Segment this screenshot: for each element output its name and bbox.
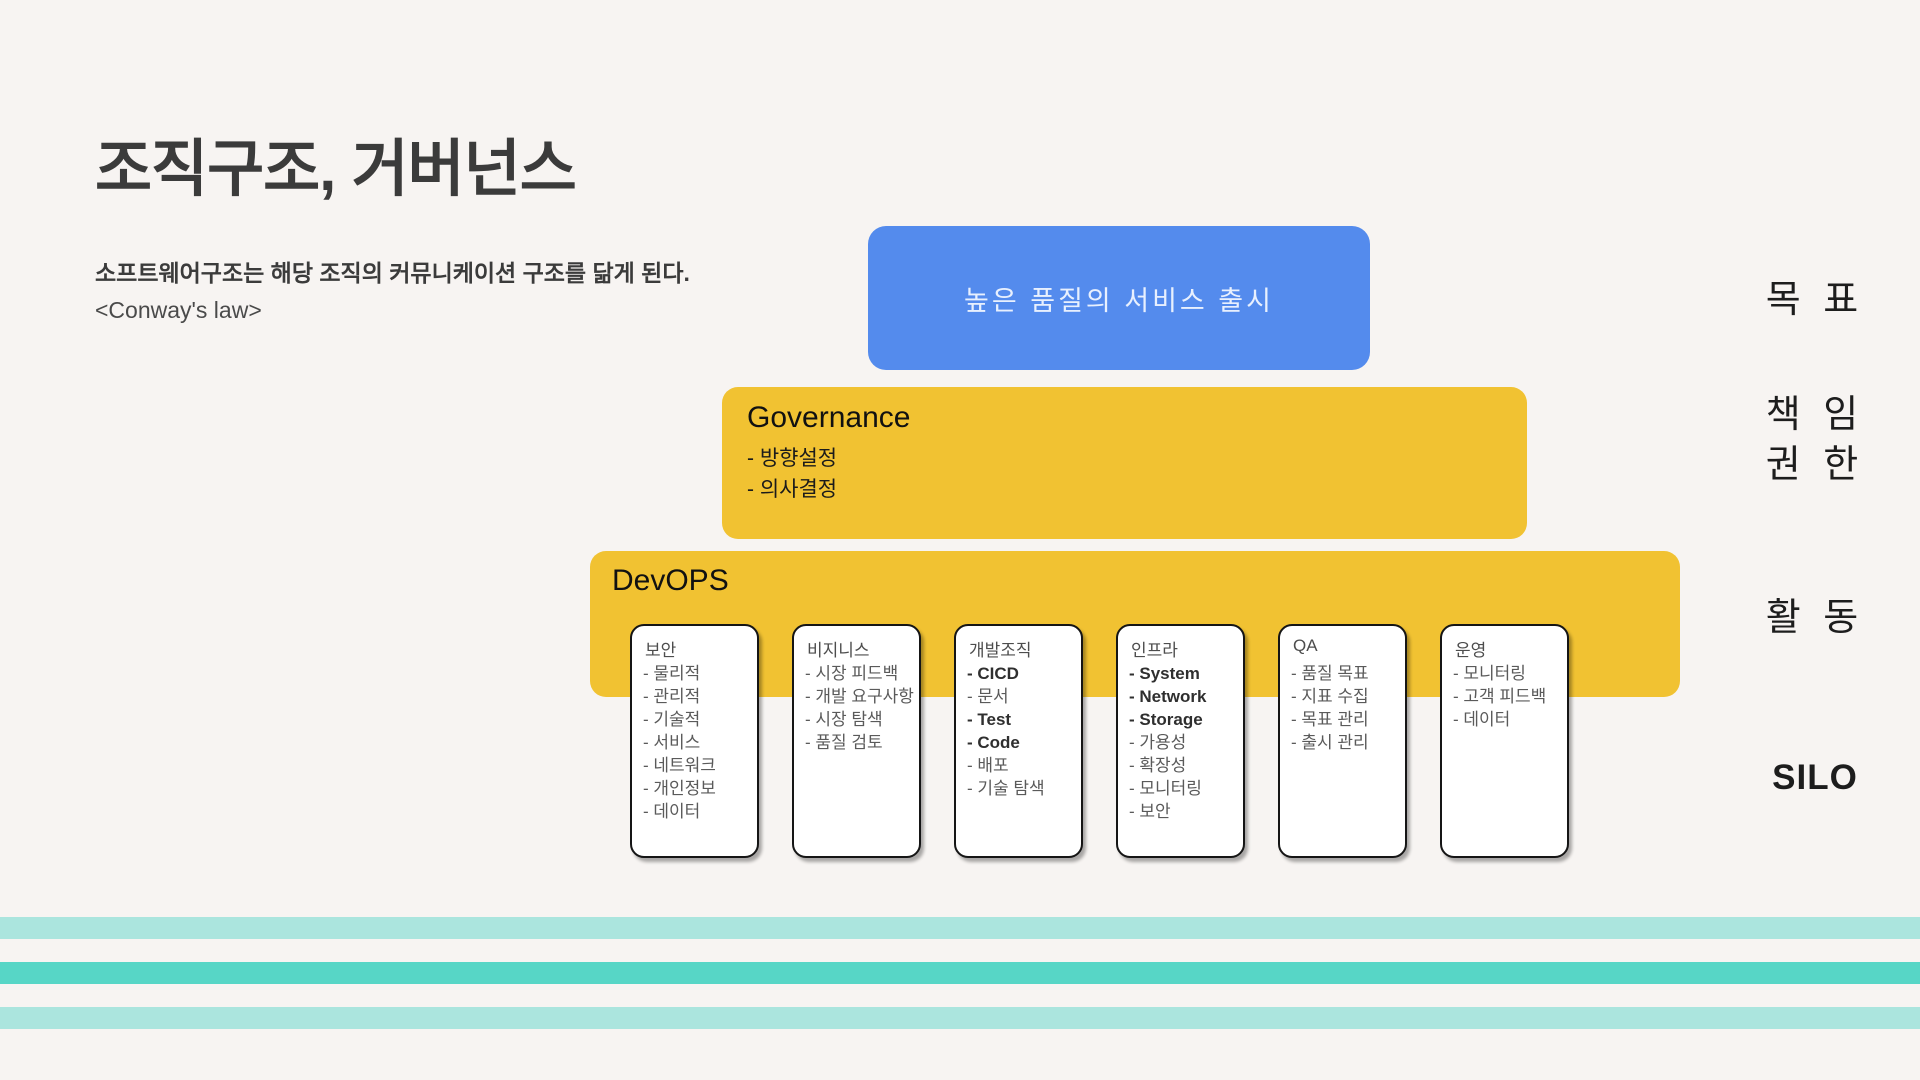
card-title: 보안 bbox=[645, 641, 677, 660]
card-item: - 관리적 bbox=[643, 687, 701, 706]
governance-item-list: - 방향설정 - 의사결정 bbox=[747, 443, 837, 505]
card-item-list: - 모니터링 - 고객 피드백 - 데이터 bbox=[1453, 662, 1546, 731]
card-item-list: - 품질 목표 - 지표 수집 - 목표 관리 - 출시 관리 bbox=[1291, 662, 1369, 754]
governance-item: - 방향설정 bbox=[747, 447, 838, 470]
card-item: - Storage bbox=[1129, 710, 1203, 729]
card-item: - 목표 관리 bbox=[1291, 710, 1369, 729]
card-item: - 시장 피드백 bbox=[805, 664, 899, 683]
card-item-list: - 물리적 - 관리적 - 기술적 - 서비스 - 네트워크 - 개인정보 - 데이터 bbox=[643, 662, 716, 823]
card-title: 인프라 bbox=[1131, 641, 1178, 660]
card-item: - 네트워크 bbox=[643, 756, 716, 775]
card-item: - 보안 bbox=[1129, 802, 1171, 821]
right-label-silo: SILO bbox=[1772, 758, 1858, 797]
card-item: - Test bbox=[967, 710, 1012, 729]
decorative-stripe-light-bottom bbox=[0, 1007, 1920, 1029]
goal-box: 높은 품질의 서비스 출시 bbox=[868, 226, 1370, 370]
card-item-list: - CICD - 문서 - Test - Code - 배포 - 기술 탐색 bbox=[967, 662, 1045, 800]
card-item: - 품질 검토 bbox=[805, 733, 883, 752]
card-item: - 모니터링 bbox=[1129, 779, 1202, 798]
card-item: - 시장 탐색 bbox=[805, 710, 883, 729]
card-item: - CICD bbox=[967, 664, 1019, 683]
subtitle-strong-text: 소프트웨어구조는 해당 조직의 커뮤니케이션 구조를 닮게 된다. bbox=[95, 260, 690, 286]
card-title: QA bbox=[1293, 636, 1318, 655]
card-title: 비지니스 bbox=[807, 641, 870, 660]
card-item: - 데이터 bbox=[643, 802, 701, 821]
devops-card: 인프라 - System - Network - Storage - 가용성 - 확장성… bbox=[1116, 624, 1245, 858]
card-item: - 확장성 bbox=[1129, 756, 1187, 775]
card-item: - 품질 목표 bbox=[1291, 664, 1369, 683]
card-item: - System bbox=[1129, 664, 1200, 683]
card-title: 운영 bbox=[1455, 641, 1487, 660]
subtitle-conway-law: <Conway's law> bbox=[95, 297, 262, 323]
decorative-stripe-light-top bbox=[0, 917, 1920, 939]
card-item: - 개인정보 bbox=[643, 779, 716, 798]
governance-box: Governance - 방향설정 - 의사결정 bbox=[722, 387, 1527, 539]
card-item: - 문서 bbox=[967, 687, 1009, 706]
page-title: 조직구조, 거버넌스 bbox=[95, 135, 577, 204]
card-item: - 기술적 bbox=[643, 710, 701, 729]
right-label-column: 목 표 책 임 권 한 활 동 SILO bbox=[1715, 0, 1915, 1080]
card-item: - 가용성 bbox=[1129, 733, 1187, 752]
goal-box-label: 높은 품질의 서비스 출시 bbox=[964, 285, 1274, 316]
devops-card: 보안 - 물리적 - 관리적 - 기술적 - 서비스 - 네트워크 - 개인정보 - 데이터 bbox=[630, 624, 759, 858]
right-label-responsibility: 책 임 권 한 bbox=[1715, 390, 1915, 490]
card-item: - 서비스 bbox=[643, 733, 701, 752]
governance-title: Governance bbox=[747, 401, 911, 434]
card-item: - 데이터 bbox=[1453, 710, 1511, 729]
page-subtitle: 소프트웨어구조는 해당 조직의 커뮤니케이션 구조를 닮게 된다. <Conwa… bbox=[95, 255, 735, 329]
devops-card: 운영 - 모니터링 - 고객 피드백 - 데이터 bbox=[1440, 624, 1569, 858]
card-item: - 물리적 bbox=[643, 664, 701, 683]
devops-title: DevOPS bbox=[612, 564, 729, 597]
governance-item: - 의사결정 bbox=[747, 478, 838, 501]
decorative-stripe-dark bbox=[0, 962, 1920, 984]
right-label-goal: 목 표 bbox=[1765, 279, 1865, 321]
card-item: - 개발 요구사항 bbox=[805, 687, 914, 706]
devops-card: 비지니스 - 시장 피드백 - 개발 요구사항 - 시장 탐색 - 품질 검토 bbox=[792, 624, 921, 858]
card-item: - 배포 bbox=[967, 756, 1009, 775]
right-label-activity: 활 동 bbox=[1765, 597, 1865, 639]
devops-card-row: 보안 - 물리적 - 관리적 - 기술적 - 서비스 - 네트워크 - 개인정보 - 데이터… bbox=[630, 624, 1650, 864]
card-item: - 출시 관리 bbox=[1291, 733, 1369, 752]
right-label-responsibility-line2: 권 한 bbox=[1765, 444, 1865, 486]
card-item: - Code bbox=[967, 733, 1020, 752]
card-item: - Network bbox=[1129, 687, 1207, 706]
devops-card: QA - 품질 목표 - 지표 수집 - 목표 관리 - 출시 관리 bbox=[1278, 624, 1407, 858]
card-item: - 지표 수집 bbox=[1291, 687, 1369, 706]
card-item: - 고객 피드백 bbox=[1453, 687, 1547, 706]
card-title: 개발조직 bbox=[969, 641, 1032, 660]
card-item-list: - System - Network - Storage - 가용성 - 확장성 - 모니… bbox=[1129, 662, 1206, 823]
card-item: - 모니터링 bbox=[1453, 664, 1526, 683]
right-label-responsibility-line1: 책 임 bbox=[1765, 394, 1865, 436]
card-item-list: - 시장 피드백 - 개발 요구사항 - 시장 탐색 - 품질 검토 bbox=[805, 662, 914, 754]
card-item: - 기술 탐색 bbox=[967, 779, 1045, 798]
devops-card: 개발조직 - CICD - 문서 - Test - Code - 배포 - 기술 탐색 bbox=[954, 624, 1083, 858]
